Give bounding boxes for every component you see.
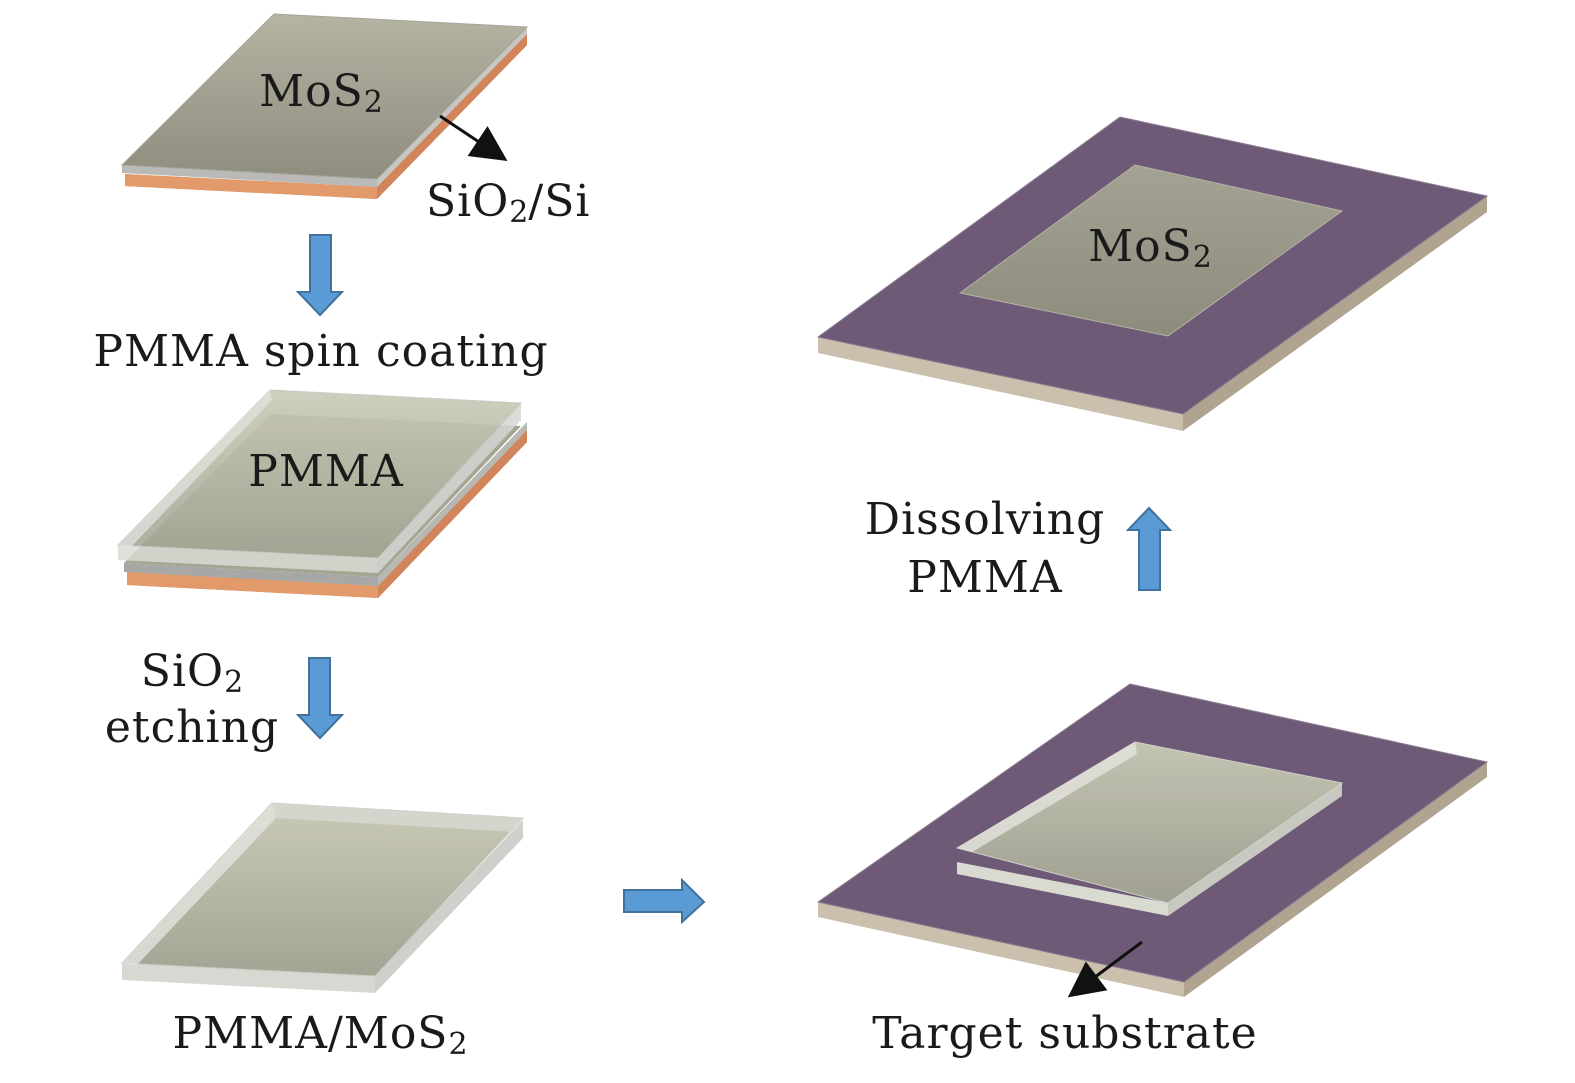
label-sio2-etching-line2: etching bbox=[104, 702, 280, 753]
label-dissolving-pmma-line1: Dissolving bbox=[864, 494, 1106, 545]
mos2-on-sio2-si-stack bbox=[120, 13, 529, 199]
label-target-substrate: Target substrate bbox=[872, 1008, 1258, 1059]
pmma-coated-stack bbox=[116, 389, 527, 598]
up-arrow bbox=[1125, 506, 1173, 591]
target-substrate-pointer-arrow bbox=[1067, 940, 1143, 998]
label-mos2: MoS2 bbox=[259, 66, 383, 120]
right-arrow bbox=[623, 877, 706, 925]
label-mos2-result: MoS2 bbox=[1088, 221, 1212, 275]
label-pmma-spin-coating: PMMA spin coating bbox=[93, 326, 549, 377]
pmma-mos2-film bbox=[120, 802, 525, 993]
label-sio2-si: SiO2/Si bbox=[426, 176, 591, 230]
pmma-mos2-on-target-substrate bbox=[816, 683, 1489, 997]
down-arrow-1 bbox=[295, 234, 345, 317]
label-pmma-mos2: PMMA/MoS2 bbox=[172, 1008, 468, 1062]
down-arrow-2 bbox=[295, 657, 345, 740]
mos2-on-target-substrate bbox=[816, 116, 1489, 431]
label-pmma: PMMA bbox=[248, 446, 404, 497]
label-dissolving-pmma-line2: PMMA bbox=[907, 552, 1063, 603]
sio2-si-pointer-arrow bbox=[439, 114, 508, 161]
label-sio2-etching-line1: SiO2 bbox=[140, 646, 244, 700]
